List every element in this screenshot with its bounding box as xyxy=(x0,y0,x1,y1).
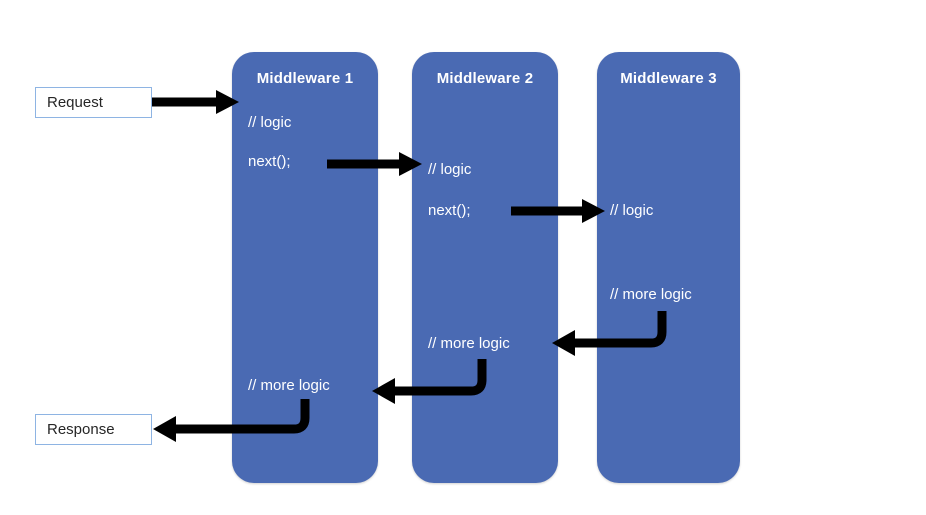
middleware-1-title: Middleware 1 xyxy=(256,70,354,87)
middleware-2-line-next: next(); xyxy=(428,202,471,219)
response-label: Response xyxy=(47,421,115,438)
middleware-1-line-next: next(); xyxy=(248,153,291,170)
request-label: Request xyxy=(47,94,103,111)
middleware-3-title: Middleware 3 xyxy=(620,70,717,87)
middleware-1-line-logic: // logic xyxy=(248,114,292,131)
middleware-2-box[interactable]: Middleware 2 // logic next(); // more lo… xyxy=(412,52,558,483)
middleware-2-line-more-logic: // more logic xyxy=(428,335,510,352)
middleware-2-line-logic: // logic xyxy=(428,161,472,178)
middleware-3-line-more-logic: // more logic xyxy=(610,286,692,303)
response-box[interactable]: Response xyxy=(35,414,152,445)
middleware-1-box[interactable]: Middleware 1 // logic next(); // more lo… xyxy=(232,52,378,483)
request-box[interactable]: Request xyxy=(35,87,152,118)
middleware-2-title: Middleware 2 xyxy=(436,70,534,87)
arrow-request-to-middleware-1 xyxy=(152,90,239,114)
middleware-1-line-more-logic: // more logic xyxy=(248,377,330,394)
middleware-3-line-logic: // logic xyxy=(610,202,654,219)
middleware-3-box[interactable]: Middleware 3 // logic // more logic xyxy=(597,52,740,483)
